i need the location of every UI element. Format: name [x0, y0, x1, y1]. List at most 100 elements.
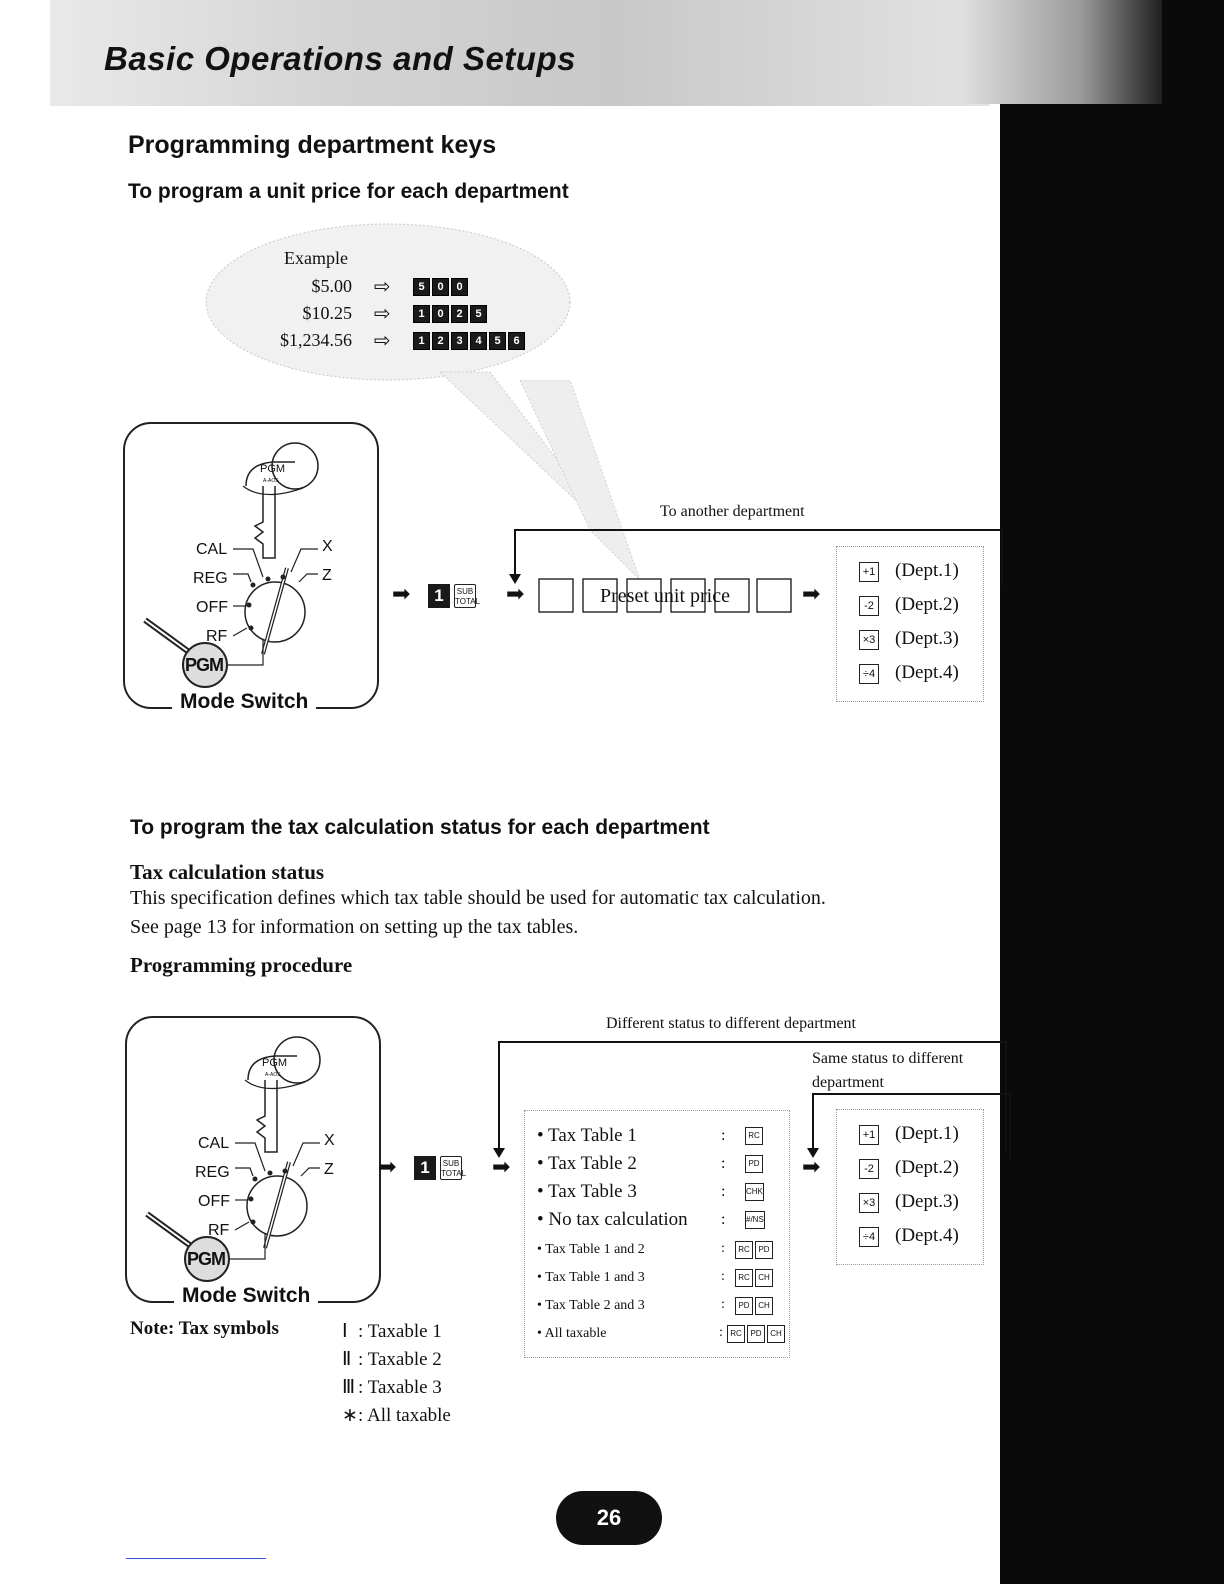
department-key-list: +1(Dept.1) -2(Dept.2) ×3(Dept.3) ÷4(Dept… — [836, 1109, 984, 1265]
loop-label-same-line: Same status to different — [812, 1047, 963, 1071]
chk-key: CH — [755, 1269, 773, 1287]
hollow-arrow-icon: ⇨ — [374, 274, 391, 298]
unit-price-subtitle: To program a unit price for each departm… — [128, 180, 569, 204]
mode-position-off: OFF — [196, 599, 228, 617]
mode-position-cal: CAL — [198, 1135, 229, 1153]
page-edge-dark — [1000, 104, 1162, 1584]
dept-label: (Dept.4) — [895, 1225, 959, 1246]
colon: : — [721, 1297, 725, 1313]
key-tag: A-AOS — [265, 1072, 281, 1078]
dept-row-1: +1 (Dept.1) — [859, 1123, 959, 1145]
section-title: Programming department keys — [128, 131, 496, 160]
mode-switch-diagram — [123, 422, 379, 702]
ns-key: #/NS — [745, 1211, 765, 1229]
dept-row-2: -2 (Dept.2) — [859, 594, 959, 616]
tax-status-heading: Tax calculation status — [130, 860, 324, 885]
page-edge-shadow — [960, 0, 1162, 104]
tax-option: • No tax calculation — [537, 1209, 688, 1231]
dept-label: (Dept.3) — [895, 628, 959, 649]
digit-key: 4 — [470, 332, 487, 350]
mode-switch-diagram — [125, 1016, 381, 1296]
tax-symbol-label: Taxable 3 — [368, 1377, 442, 1398]
page-number: 26 — [556, 1491, 662, 1545]
mode-position-pgm: PGM — [185, 655, 223, 676]
colon: : — [721, 1269, 725, 1285]
digit-key: 5 — [413, 278, 430, 296]
tax-status-subtitle: To program the tax calculation status fo… — [130, 816, 710, 840]
mode-position-off: OFF — [198, 1193, 230, 1211]
subtotal-key: SUB TOTAL — [440, 1156, 462, 1180]
pd-key: PD — [745, 1155, 763, 1173]
mode-position-x: X — [322, 538, 333, 556]
dept-key-3: ×3 — [859, 1193, 879, 1213]
rc-key: RC — [735, 1241, 753, 1259]
colon: : — [721, 1211, 725, 1229]
dept-label: (Dept.2) — [895, 594, 959, 615]
page-heading: Basic Operations and Setups — [104, 40, 576, 78]
tax-status-text: This specification defines which tax tab… — [130, 884, 826, 913]
pd-key: PD — [735, 1297, 753, 1315]
mode-position-x: X — [324, 1132, 335, 1150]
dept-label: (Dept.1) — [895, 1123, 959, 1144]
key-sequence-start: 1 SUB TOTAL — [428, 584, 476, 608]
digit-key: 0 — [451, 278, 468, 296]
dept-label: (Dept.2) — [895, 1157, 959, 1178]
tax-symbol: Ⅰ — [342, 1318, 358, 1346]
tax-keys: RC — [743, 1127, 763, 1145]
procedure-heading: Programming procedure — [130, 953, 352, 978]
example-amount: $1,234.56 — [250, 330, 352, 351]
tax-option: • All taxable — [537, 1326, 606, 1342]
colon: : — [721, 1183, 725, 1201]
tax-option-label: • Tax Table 1 — [537, 1125, 637, 1146]
tax-option: • Tax Table 2 and 3 — [537, 1298, 645, 1314]
dept-key-2: -2 — [859, 596, 879, 616]
key-tag: A-AOS — [263, 478, 279, 484]
dept-row-4: ÷4(Dept.4) — [859, 662, 959, 684]
tax-symbol: Ⅲ — [342, 1374, 358, 1402]
dept-key-2: -2 — [859, 1159, 879, 1179]
arrow-right-icon: ➡ — [802, 582, 820, 607]
tax-symbol-row: Ⅲ: Taxable 3 — [342, 1374, 451, 1402]
digit-key: 2 — [451, 305, 468, 323]
digit-key: 0 — [432, 305, 449, 323]
dept-label: (Dept.4) — [895, 662, 959, 683]
digit-key: 1 — [413, 305, 430, 323]
pd-key: PD — [747, 1325, 765, 1343]
department-key-list: +1(Dept.1) -2(Dept.2) ×3(Dept.3) ÷4(Dept… — [836, 546, 984, 702]
dept-key-4: ÷4 — [859, 1227, 879, 1247]
example-amount: $5.00 — [250, 276, 352, 297]
chk-key: CHK — [745, 1183, 764, 1201]
tax-option-label: • No tax calculation — [537, 1209, 688, 1230]
digit-key: 5 — [470, 305, 487, 323]
loop-label-same: Same status to different department — [812, 1047, 963, 1095]
tax-symbol: Ⅱ — [342, 1346, 358, 1374]
tax-option: • Tax Table 1 and 3 — [537, 1270, 645, 1286]
digit-key: 3 — [451, 332, 468, 350]
mode-position-rf: RF — [206, 628, 227, 646]
mode-position-z: Z — [322, 567, 332, 585]
preset-unit-price-label: Preset unit price — [560, 585, 770, 608]
mode-position-reg: REG — [193, 570, 228, 588]
arrow-right-icon: ➡ — [378, 1155, 396, 1180]
dept-key-3: ×3 — [859, 630, 879, 650]
dept-row-4: ÷4 (Dept.4) — [859, 1225, 959, 1247]
key-label: PGM — [260, 463, 285, 475]
colon: : — [719, 1325, 723, 1341]
key-label: PGM — [262, 1057, 287, 1069]
digit-key: 2 — [432, 332, 449, 350]
mode-position-cal: CAL — [196, 541, 227, 559]
dept-key-1: +1 — [859, 1125, 879, 1145]
tax-keys: CHK — [743, 1183, 764, 1201]
mode-position-reg: REG — [195, 1164, 230, 1182]
tax-keys: RCPDCH — [725, 1325, 785, 1343]
digit-key: 6 — [508, 332, 525, 350]
footer-rule — [126, 1558, 266, 1559]
digit-key: 5 — [489, 332, 506, 350]
mode-position-z: Z — [324, 1161, 334, 1179]
tax-symbol-row: ∗: All taxable — [342, 1402, 451, 1430]
tax-symbol-label: All taxable — [367, 1405, 451, 1426]
